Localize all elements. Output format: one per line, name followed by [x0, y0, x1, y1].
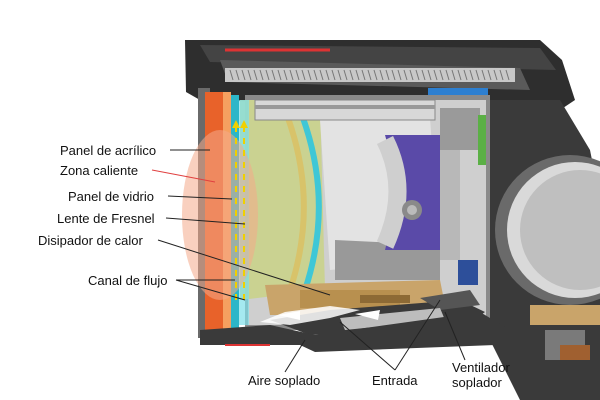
label-acrylic-panel: Panel de acrílico [60, 143, 157, 158]
label-flow-channel: Canal de flujo [88, 273, 168, 288]
label-blown-air: Aire soplado [248, 373, 321, 388]
fresnel-lens-shape [240, 100, 325, 300]
label-heat-sink: Disipador de calor [38, 233, 143, 248]
label-blower-fan: Ventilador soplador [452, 360, 510, 390]
hot-zone-glow [182, 130, 258, 300]
leader-lines [151, 149, 466, 373]
label-blower-fan-line1: Ventilador [452, 360, 510, 375]
label-inlet: Entrada [372, 373, 418, 388]
light-engine [376, 135, 450, 250]
bottom-housing [200, 312, 510, 352]
label-hot-zone: Zona caliente [60, 163, 139, 178]
right-housing [490, 100, 600, 400]
label-blower-fan-line2: soplador [452, 375, 502, 390]
top-vent-strip [225, 68, 515, 96]
label-glass-panel: Panel de vidrio [68, 189, 154, 204]
label-fresnel-lens: Lente de Fresnel [57, 211, 155, 226]
blown-air-arrows [260, 306, 380, 325]
